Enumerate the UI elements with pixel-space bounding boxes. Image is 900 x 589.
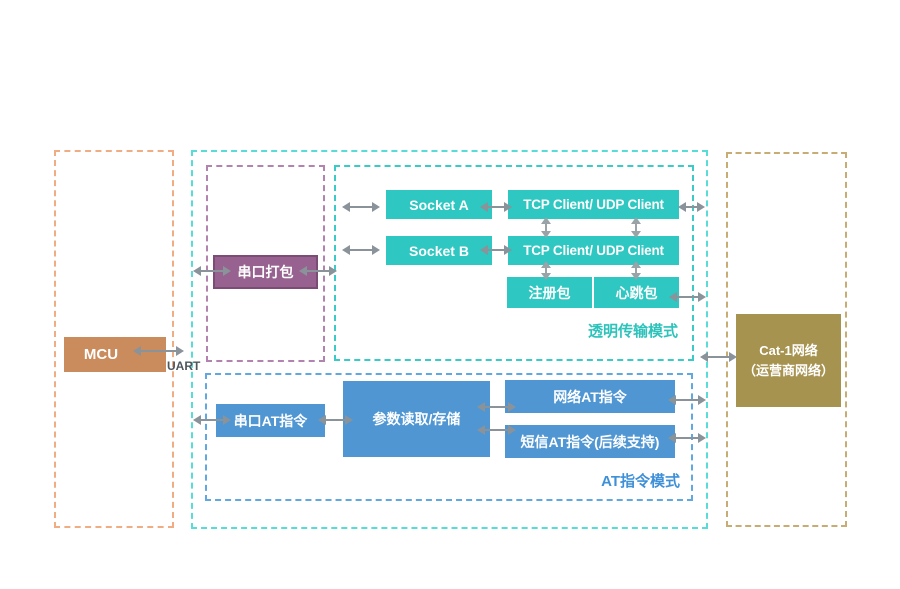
tcp-udp-client-row1-block: TCP Client/ UDP Client: [508, 190, 679, 219]
carrier-network-region: [726, 152, 847, 527]
arrow-socketa-tcp1: [480, 202, 512, 212]
tcp-udp-client-row2-block: TCP Client/ UDP Client: [508, 236, 679, 265]
serial-at-command-block: 串口AT指令: [216, 404, 325, 437]
arrow-serialpack-left: [193, 266, 231, 276]
serial-pack-region: [206, 165, 325, 362]
arrow-tcp1-network: [678, 202, 705, 212]
arrow-serialat-param: [318, 415, 353, 425]
transparent-mode-region: [334, 165, 694, 361]
cat1-network-line2: （运营商网络）: [742, 362, 834, 378]
arrow-socketa-left: [342, 202, 380, 212]
socket-a-block: Socket A: [386, 190, 492, 219]
mcu-host-region: [54, 150, 174, 528]
arrow-networkat-right: [668, 395, 706, 405]
uart-label: UART: [167, 359, 201, 373]
at-mode-label: AT指令模式: [601, 473, 680, 490]
sms-at-command-block: 短信AT指令(后续支持): [505, 425, 675, 458]
arrow-serialat-left: [193, 415, 231, 425]
module-region: [191, 150, 708, 529]
mcu-block: MCU: [64, 337, 166, 372]
arrow-tcp1-tcp2-right: [631, 217, 641, 238]
cat1-network-block: Cat-1网络 （运营商网络）: [736, 314, 841, 407]
arrow-module-cat1: [700, 352, 737, 362]
arrow-tcp2-heartbeat: [631, 261, 641, 280]
arrow-smsat-right: [668, 433, 706, 443]
arrow-serialpack-right: [299, 266, 337, 276]
arrow-param-networkat: [477, 402, 516, 412]
arrow-param-smsat: [477, 425, 516, 435]
heartbeat-packet-block: 心跳包: [594, 277, 679, 308]
register-packet-block: 注册包: [507, 277, 592, 308]
network-at-command-block: 网络AT指令: [505, 380, 675, 413]
arrow-mcu-uart: [133, 346, 184, 356]
arrow-tcp1-tcp2-left: [541, 217, 551, 238]
transparent-mode-label: 透明传输模式: [587, 323, 678, 340]
arrow-socketb-tcp2: [480, 245, 512, 255]
socket-b-block: Socket B: [386, 236, 492, 265]
cat1-network-line1: Cat-1网络: [759, 343, 818, 358]
arrow-socketb-left: [342, 245, 380, 255]
arrow-heartbeat-network: [669, 292, 706, 302]
param-read-store-block: 参数读取/存储: [343, 381, 490, 457]
arrow-tcp2-register: [541, 261, 551, 280]
